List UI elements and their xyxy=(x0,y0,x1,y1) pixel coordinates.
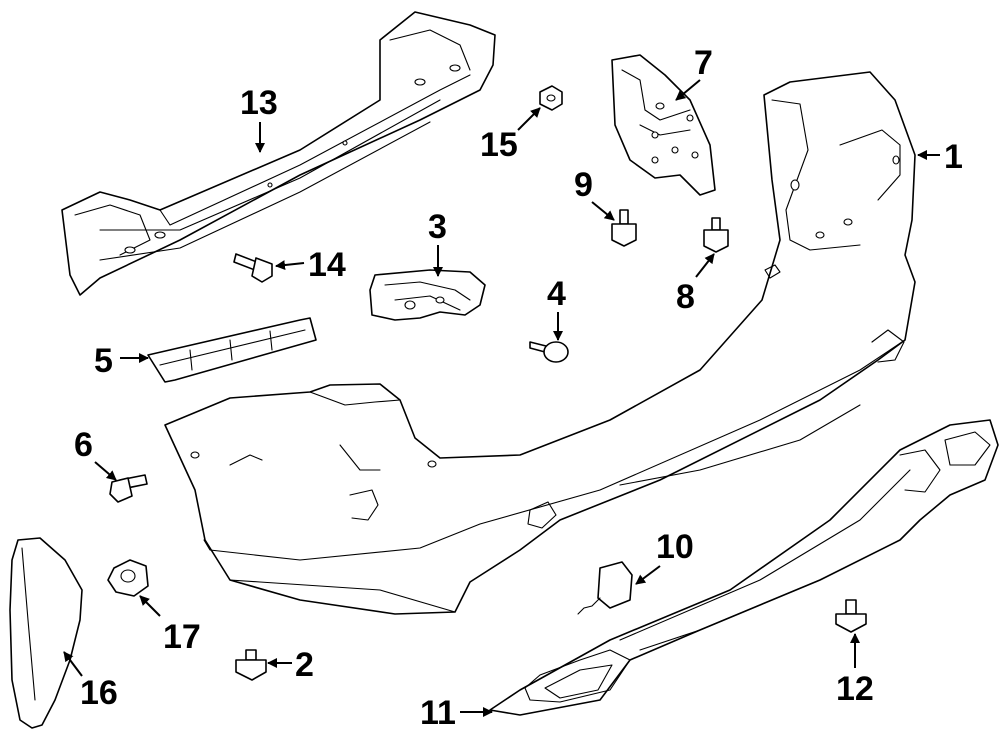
side-bracket xyxy=(369,269,486,321)
leader-8 xyxy=(695,253,715,278)
fastener-2 xyxy=(235,649,267,681)
sensor-bracket xyxy=(577,561,633,615)
leader-9 xyxy=(591,201,615,221)
fastener-15 xyxy=(539,85,563,111)
lower-valance xyxy=(489,419,999,716)
impact-bar-reinforcement xyxy=(61,11,496,296)
callout-11: 11 xyxy=(420,694,456,732)
leader-lines xyxy=(63,79,940,717)
leader-15 xyxy=(517,107,541,131)
callout-13: 13 xyxy=(240,84,278,122)
retainer-strip xyxy=(147,317,317,383)
fastener-4 xyxy=(529,341,569,363)
bumper-cover xyxy=(164,71,916,615)
callout-7: 7 xyxy=(694,44,713,82)
leader-17 xyxy=(139,595,161,617)
fastener-9 xyxy=(611,209,637,247)
fastener-8 xyxy=(703,217,729,253)
callout-1: 1 xyxy=(944,138,963,176)
leader-7 xyxy=(675,79,701,101)
leader-14 xyxy=(275,260,305,271)
callout-10: 10 xyxy=(656,528,694,566)
side-trim-panel xyxy=(9,537,83,729)
upper-bracket xyxy=(611,54,716,196)
callout-9: 9 xyxy=(574,166,593,204)
leader-16 xyxy=(63,651,83,677)
callout-5: 5 xyxy=(94,342,113,380)
callout-12: 12 xyxy=(836,670,874,708)
fastener-6 xyxy=(109,474,148,503)
callout-15: 15 xyxy=(480,126,518,164)
fastener-17 xyxy=(107,559,149,597)
leader-10 xyxy=(635,565,661,585)
fastener-12 xyxy=(835,599,867,633)
callout-4: 4 xyxy=(547,275,566,313)
callout-2: 2 xyxy=(295,646,314,684)
callout-16: 16 xyxy=(80,674,118,712)
callout-3: 3 xyxy=(428,208,447,246)
callout-8: 8 xyxy=(676,278,695,316)
callout-labels: 1 2 3 4 5 6 7 8 9 10 11 12 13 14 15 16 1… xyxy=(74,44,963,732)
callout-17: 17 xyxy=(163,618,201,656)
leader-6 xyxy=(94,461,117,481)
callout-6: 6 xyxy=(74,426,93,464)
fastener-14 xyxy=(233,253,273,283)
callout-14: 14 xyxy=(308,246,346,284)
